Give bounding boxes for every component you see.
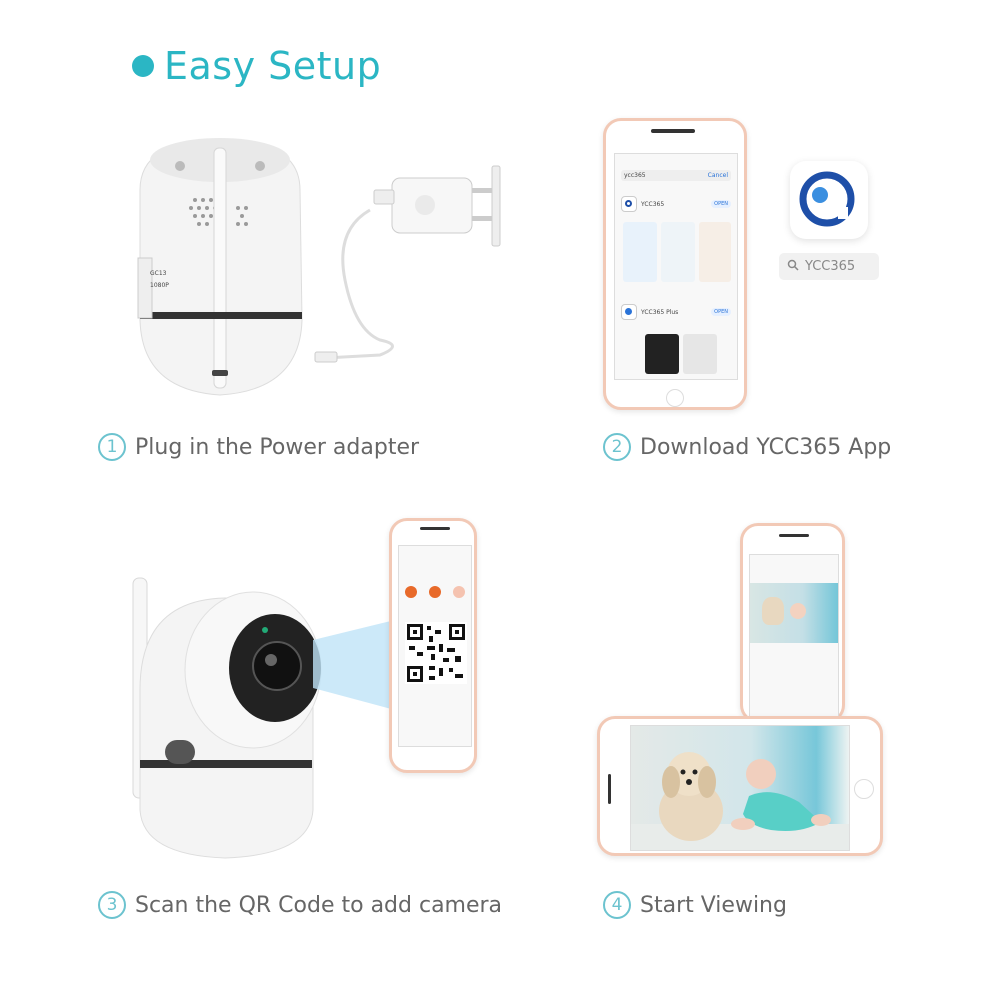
- step-text: Plug in the Power adapter: [135, 434, 420, 460]
- app-screenshot: [645, 334, 679, 374]
- phone-vertical-view: [740, 523, 845, 723]
- app-search-badge: YCC365: [779, 253, 879, 280]
- dog-and-baby-scene: [631, 752, 849, 850]
- open-button[interactable]: OPEN: [711, 200, 731, 208]
- app-name: YCC365: [641, 200, 665, 208]
- step-text: Download YCC365 App: [640, 434, 892, 460]
- cancel-link[interactable]: Cancel: [707, 172, 728, 179]
- phone-speaker: [420, 527, 450, 530]
- phone-speaker: [651, 129, 695, 133]
- camera-spec-label: GC13 1080P: [150, 268, 169, 292]
- camera-scanning-qr-illustration: [132, 577, 395, 859]
- search-badge-label: YCC365: [805, 259, 856, 274]
- baby-figure: [790, 603, 806, 619]
- app-search-query: ycc365: [624, 172, 646, 179]
- app-screenshot: [661, 222, 695, 282]
- phone-speaker: [608, 774, 611, 804]
- app-name: YCC365 Plus: [641, 308, 679, 316]
- app-search-bar[interactable]: ycc365 Cancel: [621, 170, 731, 181]
- phone-landscape-view: [597, 716, 883, 856]
- step-number-badge: 4: [603, 891, 631, 919]
- live-video-screen: [630, 725, 850, 851]
- app-screenshot: [683, 334, 717, 374]
- phone-screen: [398, 545, 472, 747]
- app-result-row[interactable]: YCC365 OPEN: [621, 196, 731, 212]
- ycc365-app-icon: [621, 196, 637, 212]
- home-button: [666, 389, 684, 407]
- qr-code-icon: [405, 622, 467, 684]
- app-screenshot: [699, 222, 731, 282]
- phone-screen: [749, 554, 839, 721]
- step-text: Start Viewing: [640, 892, 787, 918]
- page-title: Easy Setup: [132, 44, 381, 88]
- app-screenshot: [623, 222, 657, 282]
- dog-figure: [762, 597, 784, 625]
- step-3-caption: 3 Scan the QR Code to add camera: [98, 891, 502, 919]
- live-video-thumbnail: [750, 583, 838, 643]
- step-2-caption: 2 Download YCC365 App: [603, 433, 891, 461]
- phone-screen: ycc365 Cancel YCC365 OPEN YCC365 Plus OP…: [614, 153, 738, 380]
- page-title-text: Easy Setup: [164, 44, 382, 88]
- open-button[interactable]: OPEN: [711, 308, 731, 316]
- phone-speaker: [779, 534, 809, 537]
- step-number-badge: 3: [98, 891, 126, 919]
- step-number-badge: 2: [603, 433, 631, 461]
- menu-icon: [429, 586, 441, 598]
- camera-with-adapter-illustration: [137, 138, 501, 396]
- ycc365-plus-app-icon: [621, 304, 637, 320]
- phone-app-store: ycc365 Cancel YCC365 OPEN YCC365 Plus OP…: [603, 118, 747, 410]
- home-button: [854, 779, 874, 799]
- menu-icon: [453, 586, 465, 598]
- ycc365-app-logo-icon: [790, 161, 868, 239]
- phone-qr-screen: [389, 518, 477, 773]
- step-text: Scan the QR Code to add camera: [135, 892, 503, 918]
- menu-icon: [405, 586, 417, 598]
- bullet-dot-icon: [132, 55, 154, 77]
- app-result-row[interactable]: YCC365 Plus OPEN: [621, 304, 731, 320]
- step-number-badge: 1: [98, 433, 126, 461]
- camera-resolution-text: 1080P: [150, 282, 169, 289]
- step-4-caption: 4 Start Viewing: [603, 891, 787, 919]
- search-icon: [787, 259, 799, 275]
- camera-model-text: GC13: [150, 270, 167, 277]
- step-1-caption: 1 Plug in the Power adapter: [98, 433, 419, 461]
